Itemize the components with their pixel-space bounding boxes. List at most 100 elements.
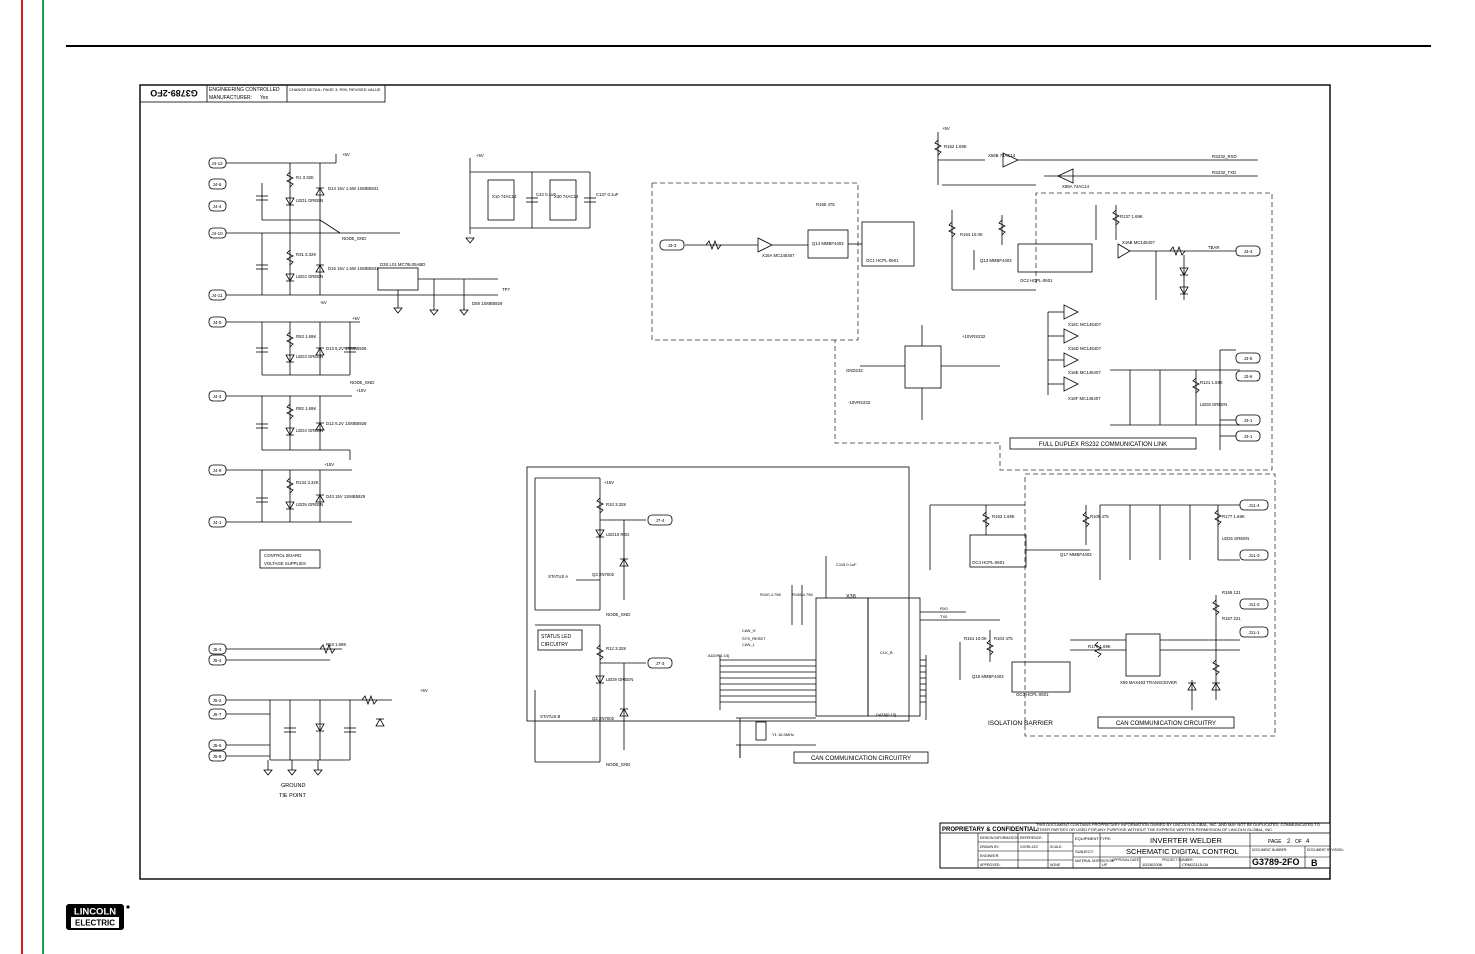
approved-label: APPROVED: [980, 863, 1000, 867]
svg-text:J5-3: J5-3 [213, 647, 222, 652]
svg-text:+10VRS232: +10VRS232 [962, 334, 986, 339]
engineering-controlled-label: ENGINEERING CONTROLLED [209, 87, 280, 93]
connector-j5-2: J5-2 [208, 694, 227, 706]
svg-text:NODE_GND: NODE_GND [606, 762, 630, 767]
ground-tie-point-label: GROUND TIE POINT [279, 783, 307, 799]
svg-text:Q15 MMBF4403: Q15 MMBF4403 [972, 674, 1004, 679]
can-dashed-boundaries [1024, 473, 1276, 737]
manufacturer-value: Yes [260, 95, 269, 101]
can-left-block-label: CAN COMMUNICATION CIRCUITRY [793, 751, 929, 764]
lincoln-electric-logo: LINCOLN ELECTRIC [66, 904, 130, 930]
svg-text:+5V: +5V [342, 152, 350, 157]
connector-j4-10: J4-10 [208, 227, 227, 239]
svg-text:X16E MC145407: X16E MC145407 [1068, 370, 1101, 375]
svg-text:J3-3: J3-3 [668, 243, 677, 248]
connector-j3-1: J3-1 [1235, 430, 1261, 442]
page-total: 4 [1306, 839, 1310, 845]
svg-text:D16 15V 1.5W 1SMB5931: D16 15V 1.5W 1SMB5931 [328, 266, 379, 271]
svg-text:RX0: RX0 [940, 606, 949, 611]
left-edge-red-line [21, 0, 23, 954]
svg-text:R53 1.69K: R53 1.69K [296, 334, 316, 339]
connector-j5-4: J5-4 [208, 654, 227, 666]
subject-label: SUBJECT: [1075, 849, 1094, 854]
connector-j11-1: J11-1 [1239, 626, 1269, 638]
svg-text:R167 221: R167 221 [1222, 616, 1241, 621]
svg-text:J11-1: J11-1 [1249, 630, 1260, 635]
connector-j5-8: J5-8 [208, 750, 227, 762]
revision-value: B [1311, 858, 1318, 868]
svg-text:+15V: +15V [604, 480, 614, 485]
page-label: PAGE [1268, 839, 1282, 845]
svg-text:J7-3: J7-3 [656, 661, 665, 666]
svg-text:GND232: GND232 [846, 368, 863, 373]
design-information-label: DESIGN INFORMATION [980, 836, 1019, 840]
inverter-ic-labels: +5V X10 74AC14 X30 74AC14 C42 0.1uF C137… [476, 153, 619, 199]
svg-text:X10 74AC14: X10 74AC14 [492, 194, 517, 199]
svg-text:J3-4: J3-4 [1244, 249, 1253, 254]
svg-text:LED3 GREEN: LED3 GREEN [296, 354, 323, 359]
connector-j3-4: J3-4 [1235, 245, 1261, 257]
rs232-block-label: FULL DUPLEX RS232 COMMUNICATION LINK [1009, 437, 1197, 450]
svg-text:SYS_RESET: SYS_RESET [742, 636, 766, 641]
svg-text:CAN COMMUNICATION CIRCUITRY: CAN COMMUNICATION CIRCUITRY [1116, 721, 1216, 727]
svg-text:DATA[0:15]: DATA[0:15] [876, 712, 896, 717]
svg-text:VOLTAGE SUPPLIES: VOLTAGE SUPPLIES [264, 561, 306, 566]
svg-text:X16F MC145407: X16F MC145407 [1068, 396, 1101, 401]
svg-text:R165 475: R165 475 [816, 202, 835, 207]
connector-j4-1: J4-1 [208, 516, 227, 528]
svg-text:TIE POINT: TIE POINT [279, 793, 307, 799]
equipment-type-value: INVERTER WELDER [1150, 836, 1223, 845]
svg-text:X16D MC145407: X16D MC145407 [1068, 346, 1102, 351]
svg-text:R31 3.32K: R31 3.32K [296, 252, 316, 257]
svg-text:CAN COMMUNICATION CIRCUITRY: CAN COMMUNICATION CIRCUITRY [811, 756, 911, 762]
svg-text:NODE_GND: NODE_GND [606, 612, 630, 617]
svg-text:J11-4: J11-4 [1249, 503, 1260, 508]
svg-text:R121 1.69K: R121 1.69K [1200, 380, 1223, 385]
revision-label: DOCUMENT REVISION: [1307, 848, 1344, 852]
svg-text:R12 3.32K: R12 3.32K [606, 646, 626, 651]
svg-text:TBAR: TBAR [1208, 245, 1219, 250]
left-connectors: J4-12 J4-6 J4-4 J4-10 J4-11 J4-5 J4-3 J4… [208, 157, 227, 762]
svg-text:GROUND: GROUND [281, 783, 305, 789]
svg-text:LED6 GREEN: LED6 GREEN [1222, 536, 1249, 541]
svg-text:R163 1.69K: R163 1.69K [992, 514, 1015, 519]
svg-text:Y1 16.0MHz: Y1 16.0MHz [772, 732, 794, 737]
svg-text:R164 10.0K: R164 10.0K [960, 232, 983, 237]
connector-j4-9: J4-9 [208, 464, 227, 476]
svg-text:J7-4: J7-4 [656, 518, 665, 523]
svg-text:J3-1: J3-1 [1244, 418, 1253, 423]
doc-number-value: G3789-2FO [1252, 857, 1300, 867]
status-led-labels: +15V R10 3.32K LED10 RED Q3 2N7002 STATU… [540, 480, 633, 767]
svg-text:+5V: +5V [942, 126, 950, 131]
control-board-label: CONTROL BOARD VOLTAGE SUPPLIES [259, 549, 321, 569]
svg-text:Q17 MMBF4403: Q17 MMBF4403 [1060, 552, 1092, 557]
svg-text:LED10 RED: LED10 RED [606, 532, 629, 537]
connector-j7-4: J7-4 [647, 514, 673, 526]
svg-text:R170 1.69K: R170 1.69K [1088, 644, 1111, 649]
svg-text:LED2 GREEN: LED2 GREEN [296, 274, 323, 279]
can-circuit [929, 504, 1240, 710]
logo-text-electric: ELECTRIC [75, 919, 115, 928]
connector-j4-2: J3-1 [1235, 414, 1261, 426]
svg-text:CAN_L: CAN_L [742, 642, 756, 647]
microcontroller-labels: X38 C115 0.1uF R100 4.75K R155 4.75K CAN… [708, 562, 949, 737]
connector-j7-3: J7-3 [647, 657, 673, 669]
status-connectors: J7-4 J7-3 [647, 514, 673, 669]
can-right-block-label: CAN COMMUNICATION CIRCUITRY [1097, 716, 1235, 729]
svg-text:J4-4: J4-4 [213, 204, 222, 209]
svg-text:LED8 GREEN: LED8 GREEN [1200, 402, 1227, 407]
rs232-connectors: J3-3 J3-4 J3-5 J3-6 J3-1 J3-1 [659, 239, 1261, 442]
connector-j5-6: J5-6 [208, 739, 227, 751]
svg-text:J5-4: J5-4 [213, 658, 222, 663]
svg-text:CLK_B: CLK_B [880, 650, 893, 655]
svg-text:J4-12: J4-12 [211, 161, 223, 166]
svg-text:J4-1: J4-1 [213, 520, 222, 525]
svg-text:STATUS B: STATUS B [540, 714, 561, 719]
equipment-type-label: EQUIPMENT TYPE: [1075, 836, 1111, 841]
svg-text:CAN_H: CAN_H [742, 628, 756, 633]
svg-text:LED9 GREEN: LED9 GREEN [606, 677, 633, 682]
connector-j5-7: J5-7 [208, 708, 227, 720]
connector-j4-6: J4-6 [208, 178, 227, 190]
can-component-labels: R163 1.69K OC4 HCPL-0601 Q17 MMBF4403 R1… [964, 514, 1249, 697]
svg-text:R161 10.0K: R161 10.0K [964, 636, 987, 641]
